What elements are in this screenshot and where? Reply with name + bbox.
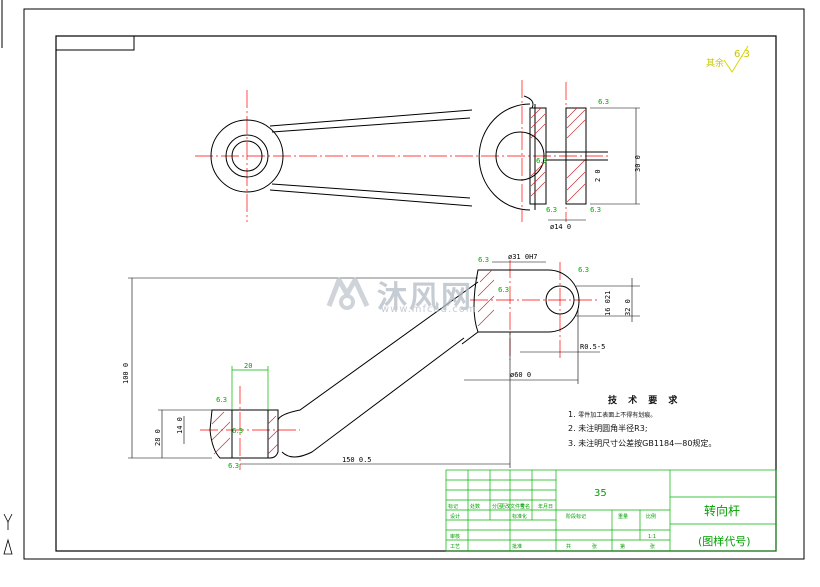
dim-hole-width: ø14 0: [550, 223, 571, 231]
roughness-mark: 6.3: [536, 157, 547, 165]
tb-row3-0: 审核: [450, 533, 460, 540]
dim-ball-dia: ø31 0H7: [508, 253, 538, 261]
roughness-other-value: 6.3: [734, 49, 750, 60]
dim-overall-length: 150 0.5: [342, 456, 372, 464]
tb-header-3: 更改文件号: [500, 503, 525, 510]
tb-row4-4: 张: [592, 543, 597, 550]
tb-part-name: 转向杆: [704, 503, 740, 518]
tech-req-num: 1.: [568, 410, 576, 419]
tech-req-text: 零件加工表面上不得有划痕。: [578, 412, 657, 419]
tech-req-num: 3.: [568, 439, 576, 448]
tb-row2-3: 阶段标记: [566, 513, 586, 520]
dim-offset-bottom: R0.5-5: [580, 343, 605, 351]
roughness-mark: 6.3: [232, 427, 243, 435]
tech-req-item: 2. 未注明圆角半径R3;: [568, 423, 768, 434]
sheet-border: [23, 8, 805, 560]
dim-left-small-height: 14 0: [176, 417, 184, 434]
tb-row4-0: 工艺: [450, 544, 460, 550]
tb-drawing-code: (图样代号): [698, 534, 751, 548]
tech-req-item: 3. 未注明尺寸公差按GB1184—80规定。: [568, 438, 768, 449]
tech-req-num: 2.: [568, 424, 576, 433]
dim-eye-height: 16 021: [604, 291, 612, 316]
tb-row2-2: 标准化: [512, 513, 527, 520]
tb-material: 35: [594, 488, 607, 499]
roughness-mark: 6.3: [478, 256, 489, 264]
roughness-mark: 6.3: [228, 462, 239, 470]
general-roughness-symbol: 其余 6.3: [706, 45, 750, 73]
tb-row4-2: 批准: [512, 543, 522, 550]
dim-right-height: 32 0: [624, 299, 632, 316]
roughness-other-label: 其余: [706, 57, 724, 69]
roughness-mark: 6.3: [590, 206, 601, 214]
technical-requirements: 技 术 要 求 1. 零件加工表面上不得有划痕。 2. 未注明圆角半径R3; 3…: [568, 393, 768, 449]
tb-row2-0: 设计: [450, 513, 460, 520]
dim-slot-width: 2 0: [594, 169, 602, 182]
code-box: [55, 35, 135, 51]
tb-header-5: 年月日: [538, 503, 553, 510]
dim-eye-dia: ø60 0: [510, 371, 531, 379]
tb-row4-5: 第: [620, 543, 625, 550]
dim-left-width: 20: [244, 362, 252, 370]
tb-row4-6: 张: [650, 543, 655, 550]
tech-req-text: 未注明圆角半径R3;: [578, 424, 648, 433]
roughness-mark: 6.3: [498, 286, 509, 294]
tb-header-2: 分区: [492, 503, 502, 510]
roughness-mark: 6.3: [598, 98, 609, 106]
tb-row4-3: 共: [566, 543, 571, 550]
drawing-frame: [55, 35, 777, 552]
roughness-mark: 6.3: [216, 396, 227, 404]
roughness-mark: 6.3: [546, 206, 557, 214]
tb-header-0: 标记: [448, 503, 458, 510]
corner-axis-mark: [3, 513, 13, 555]
title-block: [445, 469, 777, 552]
title-block-text: 35 转向杆 (图样代号) 标记 处数 分区 更改文件号 签名 年月日 设计 标…: [448, 488, 751, 550]
dim-left-height: 28 0: [154, 429, 162, 446]
tech-req-text: 未注明尺寸公差按GB1184—80规定。: [578, 439, 717, 448]
tb-row2-5: 比例: [646, 513, 656, 520]
front-view: 100 0 28 0 14 0 20 150 0.5 ø60 0 R0.5-5 …: [122, 253, 640, 470]
tb-row3-5: 1:1: [648, 534, 656, 540]
tb-header-1: 处数: [470, 503, 480, 510]
dim-overall-height: 100 0: [122, 363, 130, 384]
tb-header-4: 签名: [520, 503, 530, 510]
tech-req-title: 技 术 要 求: [608, 396, 682, 406]
top-view: 30 0 2 0 ø14 0: [195, 80, 642, 231]
roughness-marks: 6.3 6.3 6.3 6.3 6.3 6.3 6.3 6.3 6.3 6.3: [216, 98, 609, 470]
roughness-mark: 6.3: [578, 266, 589, 274]
dim-top-right-height: 30 0: [634, 155, 642, 172]
tb-row2-4: 重量: [618, 513, 628, 520]
tech-req-item: 1. 零件加工表面上不得有划痕。: [568, 410, 768, 419]
